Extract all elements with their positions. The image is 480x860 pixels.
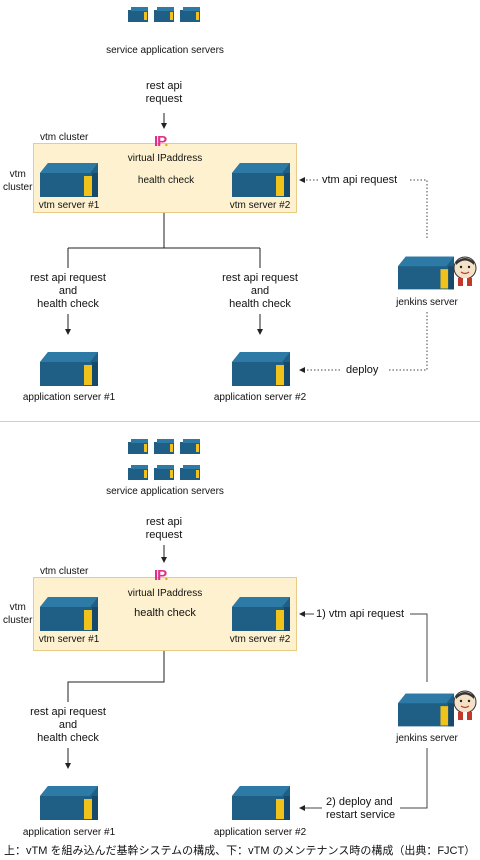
server-icon: [40, 786, 98, 825]
vtm-api-request-label: vtm api request: [322, 174, 398, 186]
app-server-1-label: application server #1: [22, 827, 116, 838]
deploy-label: deploy: [346, 364, 379, 376]
server-icon: [40, 352, 98, 391]
rest-api-request-label: rest api request: [145, 516, 183, 541]
server-icon: [398, 693, 454, 732]
vtm-cluster-top-label: vtm cluster: [40, 566, 89, 577]
service-servers-icon: [128, 6, 202, 29]
app-server-2-label: application server #2: [213, 392, 307, 403]
left-branch-label: rest api request and health check: [30, 706, 106, 744]
figure-caption: 上：vTM を組み込んだ基幹システムの構成、下：vTM のメンテナンス時の構成（…: [4, 845, 476, 857]
service-servers-label: service application servers: [106, 486, 224, 497]
left-branch-label: rest api request and health check: [30, 272, 106, 310]
service-servers-label: service application servers: [106, 45, 224, 56]
jenkins-label: jenkins server: [396, 733, 458, 744]
app-server-2-label: application server #2: [213, 827, 307, 838]
vtm-api-request-label: 1) vtm api request: [316, 608, 405, 620]
virtual-ip-label: virtual IPaddress: [127, 588, 203, 599]
server-icon: [398, 256, 454, 295]
app-server-1-label: application server #1: [22, 392, 116, 403]
server-icon: [232, 597, 290, 636]
jenkins-icon: [452, 256, 478, 291]
jenkins-icon: [452, 690, 478, 725]
vtm-cluster-side-label: vtm cluster: [3, 602, 33, 626]
service-servers-icon: [128, 438, 202, 487]
ip-badge-icon: IP.: [154, 567, 168, 584]
vtm-cluster-top-label: vtm cluster: [40, 132, 89, 143]
vtm-server-2-label: vtm server #2: [229, 200, 291, 211]
server-icon: [232, 352, 290, 391]
diagram-maintenance-configuration: service application servers rest api req…: [0, 430, 480, 850]
server-icon: [232, 786, 290, 825]
server-icon: [232, 163, 290, 202]
virtual-ip-label: virtual IPaddress: [127, 153, 203, 164]
vtm-server-1-label: vtm server #1: [38, 200, 100, 211]
server-icon: [40, 597, 98, 636]
health-check-label: health check: [134, 607, 196, 619]
diagram-normal-configuration: service application servers rest api req…: [0, 0, 480, 420]
health-check-label: health check: [137, 175, 195, 186]
right-branch-label: rest api request and health check: [222, 272, 298, 310]
jenkins-label: jenkins server: [396, 297, 458, 308]
vtm-server-1-label: vtm server #1: [38, 634, 100, 645]
rest-api-request-label: rest api request: [145, 80, 183, 105]
vtm-server-2-label: vtm server #2: [229, 634, 291, 645]
divider: [0, 421, 480, 422]
deploy-label: 2) deploy and restart service: [326, 796, 396, 821]
vtm-cluster-side-label: vtm cluster: [3, 169, 33, 193]
server-icon: [40, 163, 98, 202]
ip-badge-icon: IP.: [154, 133, 168, 150]
